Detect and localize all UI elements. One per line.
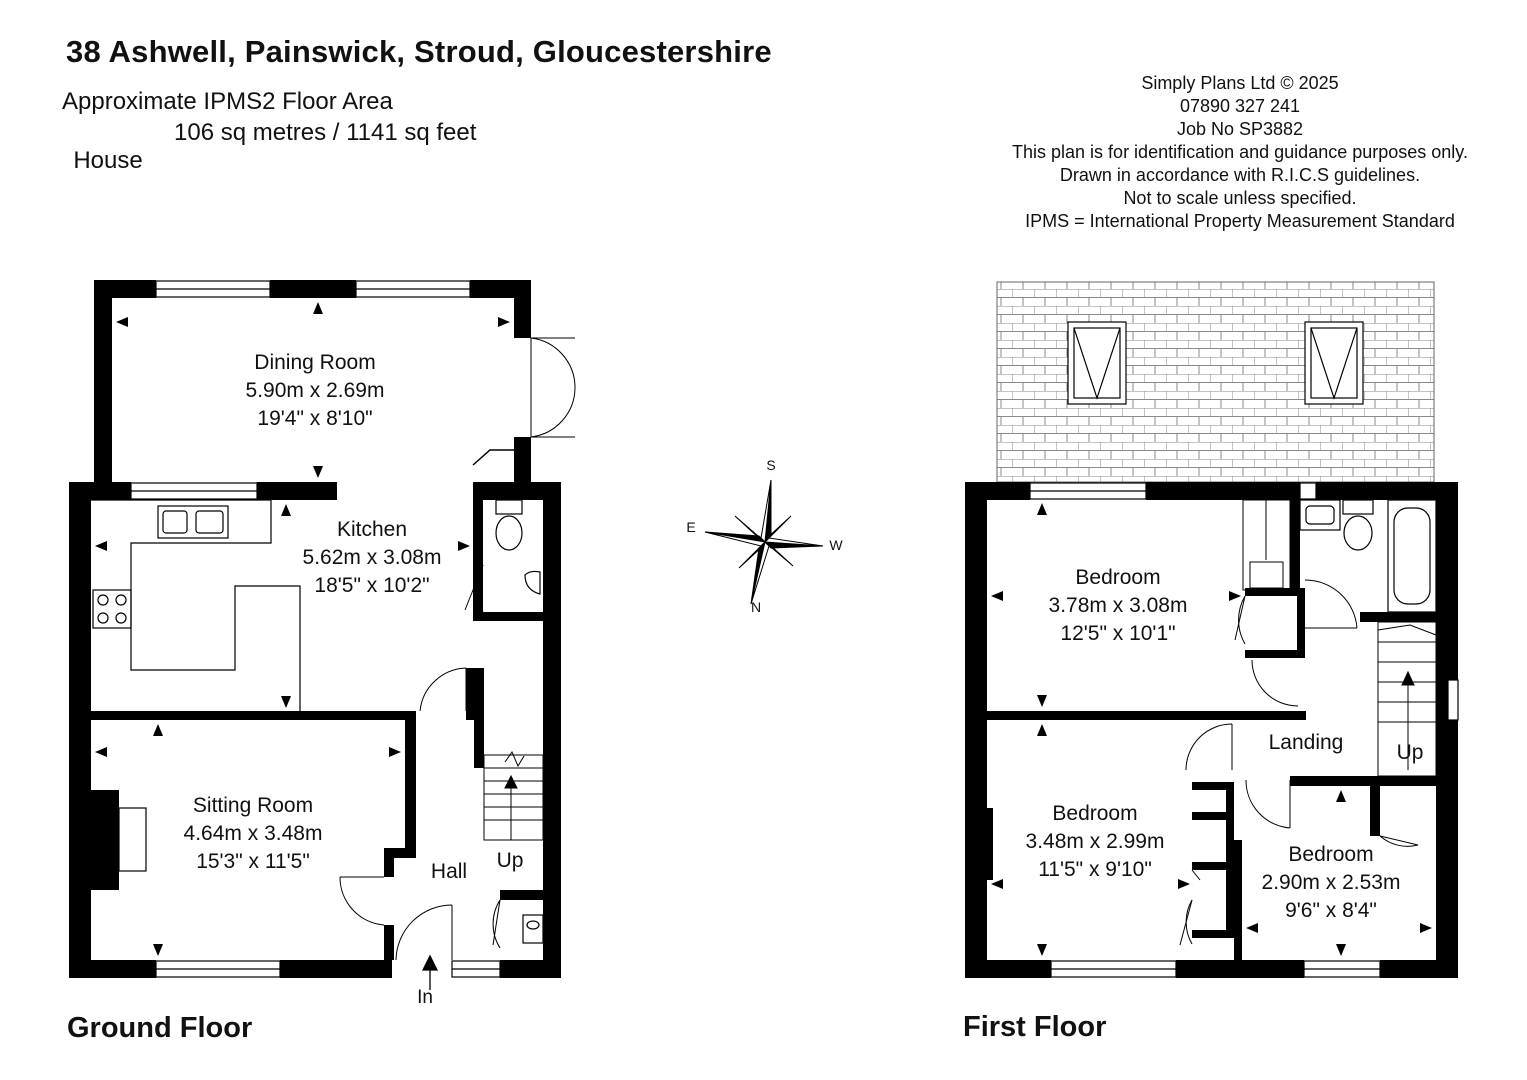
- ground-floor-label: Ground Floor: [67, 1012, 253, 1044]
- ground-outer-walls: [69, 280, 561, 978]
- first-doors: [1179, 579, 1419, 946]
- credits-job-number: Job No SP3882: [1176, 119, 1304, 139]
- room-name: Bedroom: [1075, 566, 1160, 589]
- entrance-label: In: [417, 987, 433, 1008]
- ground-floor-plan: Dining Room 5.90m x 2.69m 19'4" x 8'10" …: [69, 280, 576, 1008]
- roof-tiles: [996, 281, 1435, 483]
- area-label: House: [73, 147, 143, 174]
- floor-area-heading: Approximate IPMS2 Floor Area: [62, 88, 393, 115]
- credits-scale: Not to scale unless specified.: [1123, 188, 1357, 208]
- compass-n: N: [751, 599, 761, 615]
- stairs-up-label: Up: [497, 849, 524, 872]
- first-outer-walls: [965, 482, 1458, 978]
- stairs-up-label: Up: [1397, 741, 1424, 764]
- room-name: Bedroom: [1052, 802, 1137, 825]
- compass-s: S: [766, 457, 775, 473]
- roof-skylights: [1067, 321, 1364, 405]
- kitchen-units: [91, 499, 301, 711]
- credits-rics: Drawn in accordance with R.I.C.S guideli…: [1059, 165, 1421, 185]
- dining-french-doors: [530, 337, 576, 438]
- room-name: Bedroom: [1288, 843, 1373, 866]
- room-imperial: 12'5" x 10'1": [1060, 622, 1175, 645]
- compass-e: E: [686, 519, 695, 535]
- room-imperial: 9'6" x 8'4": [1285, 899, 1377, 922]
- credits-disclaimer: This plan is for identification and guid…: [1012, 142, 1468, 162]
- first-room-labels: Bedroom 3.78m x 3.08m 12'5" x 10'1" Bedr…: [1026, 566, 1424, 922]
- room-imperial: 18'5" x 10'2": [314, 574, 429, 597]
- ground-wc-fittings: [495, 499, 544, 944]
- room-imperial: 11'5" x 9'10": [1038, 858, 1152, 881]
- ground-internal-walls: [91, 482, 543, 960]
- first-windows: [1029, 482, 1459, 978]
- room-imperial: 19'4" x 8'10": [257, 407, 372, 430]
- room-metric: 5.62m x 3.08m: [303, 546, 442, 569]
- first-internal-walls: [987, 500, 1436, 960]
- ground-dimension-markers: [95, 302, 510, 956]
- fireplace-hearth: [118, 807, 147, 872]
- hall-label: Hall: [431, 860, 467, 883]
- room-name: Sitting Room: [193, 794, 313, 817]
- plan-title: 38 Ashwell, Painswick, Stroud, Glouceste…: [66, 34, 772, 69]
- bathroom-fittings: [1299, 499, 1437, 613]
- room-name: Kitchen: [337, 518, 407, 541]
- room-metric: 3.48m x 2.99m: [1026, 830, 1165, 853]
- room-metric: 4.64m x 3.48m: [184, 822, 323, 845]
- dining-angled-wall: [472, 449, 514, 466]
- first-floor-label: First Floor: [963, 1011, 1107, 1043]
- credits-ipms: IPMS = International Property Measuremen…: [1025, 211, 1455, 231]
- ground-room-labels: Dining Room 5.90m x 2.69m 19'4" x 8'10" …: [184, 351, 524, 1008]
- room-metric: 3.78m x 3.08m: [1049, 594, 1188, 617]
- ground-doors: [339, 564, 501, 961]
- first-floor-plan: Bedroom 3.78m x 3.08m 12'5" x 10'1" Bedr…: [965, 281, 1459, 978]
- ground-stairs: [483, 750, 544, 841]
- floor-area-line: House 106 sq metres / 1141 sq feet: [60, 119, 476, 203]
- room-name: Dining Room: [254, 351, 375, 374]
- credits-company: Simply Plans Ltd © 2025: [1141, 73, 1339, 93]
- landing-label: Landing: [1269, 731, 1344, 754]
- entrance-arrow-icon: [421, 954, 439, 990]
- room-imperial: 15'3" x 11'5": [196, 850, 310, 873]
- room-metric: 2.90m x 2.53m: [1262, 871, 1401, 894]
- credits-phone: 07890 327 241: [1179, 96, 1301, 116]
- first-dimension-markers: [991, 503, 1432, 956]
- area-value: 106 sq metres / 1141 sq feet: [174, 119, 477, 146]
- compass-w: W: [829, 537, 843, 553]
- credits-block: Simply Plans Ltd © 2025 07890 327 241 Jo…: [985, 72, 1495, 233]
- first-cupboards: [1242, 499, 1437, 777]
- room-metric: 5.90m x 2.69m: [246, 379, 385, 402]
- ground-windows: [130, 280, 501, 978]
- compass-rose-icon: S E W N: [686, 457, 843, 615]
